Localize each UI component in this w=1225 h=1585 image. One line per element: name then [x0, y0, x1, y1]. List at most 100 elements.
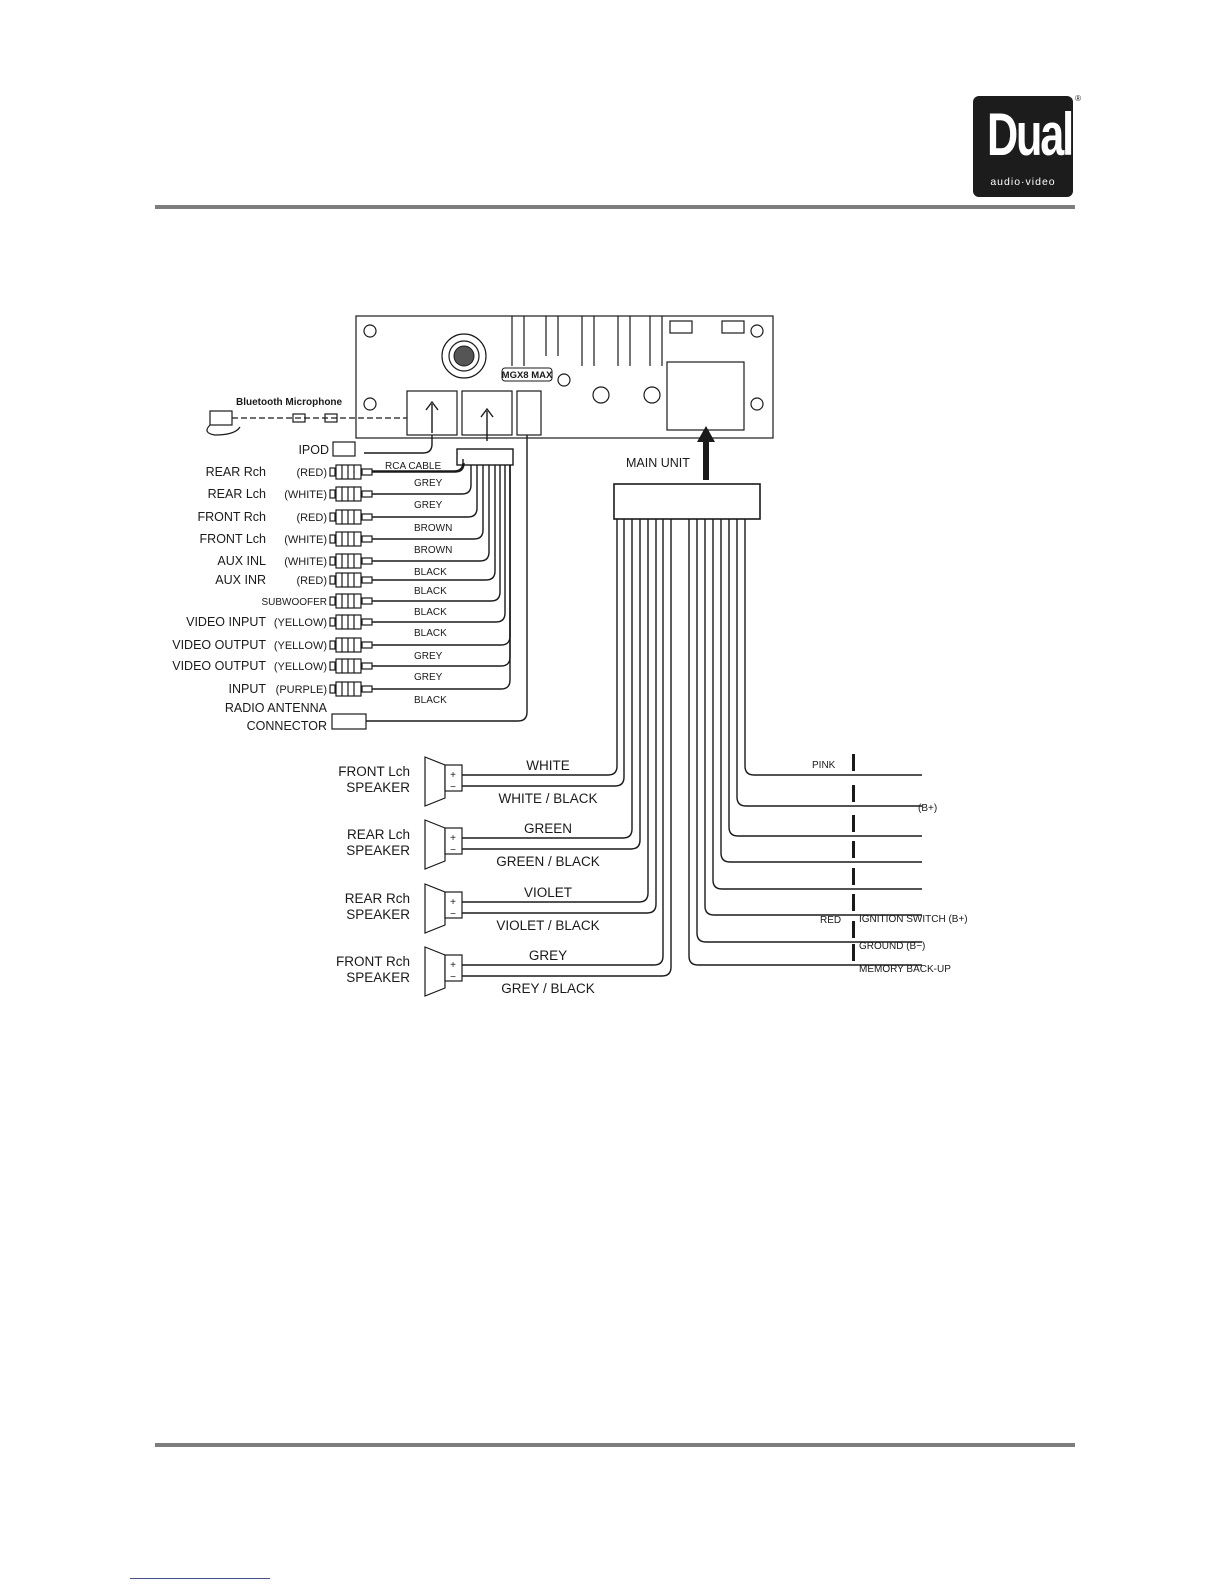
- minus-wire-label: GREEN / BLACK: [496, 854, 600, 869]
- speaker-label-line2: SPEAKER: [346, 907, 410, 922]
- power-wire: [728, 519, 922, 837]
- cable-label: GREY: [414, 500, 443, 511]
- cable-label: BROWN: [414, 545, 452, 556]
- color-note: (RED): [296, 512, 327, 524]
- color-note: (PURPLE): [276, 684, 327, 696]
- plus-wire-label: WHITE: [526, 758, 570, 773]
- left-harness-wires: [364, 435, 528, 722]
- speaker-minus-wire: [462, 519, 657, 914]
- speaker-label-line1: REAR Rch: [345, 891, 410, 906]
- minus-terminal: −: [450, 909, 456, 920]
- plus-wire-label: GREEN: [524, 821, 572, 836]
- fuse-mark: [852, 815, 855, 832]
- fuse-mark: [852, 841, 855, 858]
- harness-wire: [372, 465, 472, 495]
- harness-wire: [372, 465, 511, 690]
- power-wire: [736, 519, 922, 807]
- cable-label: GREY: [414, 651, 443, 662]
- cable-label: GREY: [414, 672, 443, 683]
- head-unit-rear-panel: MGX8 MAX: [355, 315, 774, 441]
- cable-label: BLACK: [414, 607, 447, 618]
- color-note: (WHITE): [284, 534, 327, 546]
- power-wire: [744, 519, 922, 776]
- minus-wire-label: GREY / BLACK: [501, 981, 595, 996]
- main-unit-harness: MAIN UNIT: [613, 426, 761, 520]
- power-wire: [696, 519, 922, 943]
- cable-label: BROWN: [414, 523, 452, 534]
- plus-terminal: +: [450, 897, 456, 908]
- power-wire: [704, 519, 922, 916]
- red-wire-label: RED: [820, 915, 841, 926]
- connection-label: VIDEO OUTPUT: [172, 659, 266, 673]
- cable-label: GREY: [414, 478, 443, 489]
- cable-label: BLACK: [414, 628, 447, 639]
- connection-label: REAR Rch: [206, 465, 266, 479]
- cable-label: BLACK: [414, 586, 447, 597]
- fuse-mark: [852, 754, 855, 771]
- fuse-mark: [852, 894, 855, 911]
- logo-tagline: audio·video: [990, 176, 1056, 188]
- footer-rule: [155, 1443, 1075, 1447]
- fuse-mark: [852, 785, 855, 802]
- rca-plug: [329, 572, 373, 588]
- plus-terminal: +: [450, 770, 456, 781]
- minus-terminal: −: [450, 845, 456, 856]
- ipod-connector: [332, 441, 356, 457]
- harness-wire: [372, 462, 465, 473]
- fuse-mark: [852, 944, 855, 961]
- color-note: (RED): [296, 575, 327, 587]
- radio-antenna-connector: RADIO ANTENNA CONNECTOR: [225, 701, 367, 733]
- speaker-plus-wire: [462, 519, 633, 839]
- color-note: (WHITE): [284, 489, 327, 501]
- rca-plug: [329, 681, 373, 697]
- minus-wire-label: VIOLET / BLACK: [496, 918, 599, 933]
- connection-label: VIDEO OUTPUT: [172, 638, 266, 652]
- harness-wire: [372, 465, 506, 623]
- ignition-label: IGNITION SWITCH (B+): [859, 914, 968, 925]
- minus-wire-label: WHITE / BLACK: [498, 791, 597, 806]
- ground-label: GROUND (B−): [859, 941, 925, 952]
- header-rule: [155, 205, 1075, 209]
- antenna-label-line1: RADIO ANTENNA: [225, 701, 328, 715]
- speaker-label-line2: SPEAKER: [346, 970, 410, 985]
- rca-plug: [329, 614, 373, 630]
- speaker-label-line2: SPEAKER: [346, 780, 410, 795]
- harness-wire: [372, 465, 478, 518]
- bluetooth-microphone: Bluetooth Microphone: [206, 397, 407, 436]
- registered-mark: ®: [1075, 94, 1081, 103]
- rca-plug: [329, 658, 373, 674]
- rca-connectors: [329, 441, 511, 697]
- plus-terminal: +: [450, 833, 456, 844]
- plus-wire-label: GREY: [529, 948, 567, 963]
- rca-plug: [329, 593, 373, 609]
- speaker-minus-wire: [462, 519, 625, 787]
- harness-wire: [372, 465, 484, 540]
- color-note: (RED): [296, 467, 327, 479]
- speaker-label-line1: FRONT Lch: [338, 764, 410, 779]
- speaker-plus-wire: [462, 519, 664, 966]
- connection-label: SUBWOOFER: [261, 597, 327, 608]
- plus-terminal: +: [450, 960, 456, 971]
- power-wire: [688, 519, 922, 966]
- harness-wire: [372, 465, 501, 602]
- fuse-mark: [852, 868, 855, 885]
- memory-label: MEMORY BACK-UP: [859, 964, 951, 975]
- connection-label: FRONT Rch: [197, 510, 266, 524]
- speaker-label-line1: REAR Lch: [347, 827, 410, 842]
- footer-link-underline: [130, 1578, 270, 1579]
- speaker-label-line2: SPEAKER: [346, 843, 410, 858]
- connection-label: AUX INL: [217, 554, 266, 568]
- connection-label: INPUT: [229, 682, 267, 696]
- connection-label: VIDEO INPUT: [186, 615, 266, 629]
- rca-plug: [329, 553, 373, 569]
- b-plus-label: (B+): [918, 803, 937, 814]
- rca-plug: [329, 486, 373, 502]
- plus-wire-label: VIOLET: [524, 885, 572, 900]
